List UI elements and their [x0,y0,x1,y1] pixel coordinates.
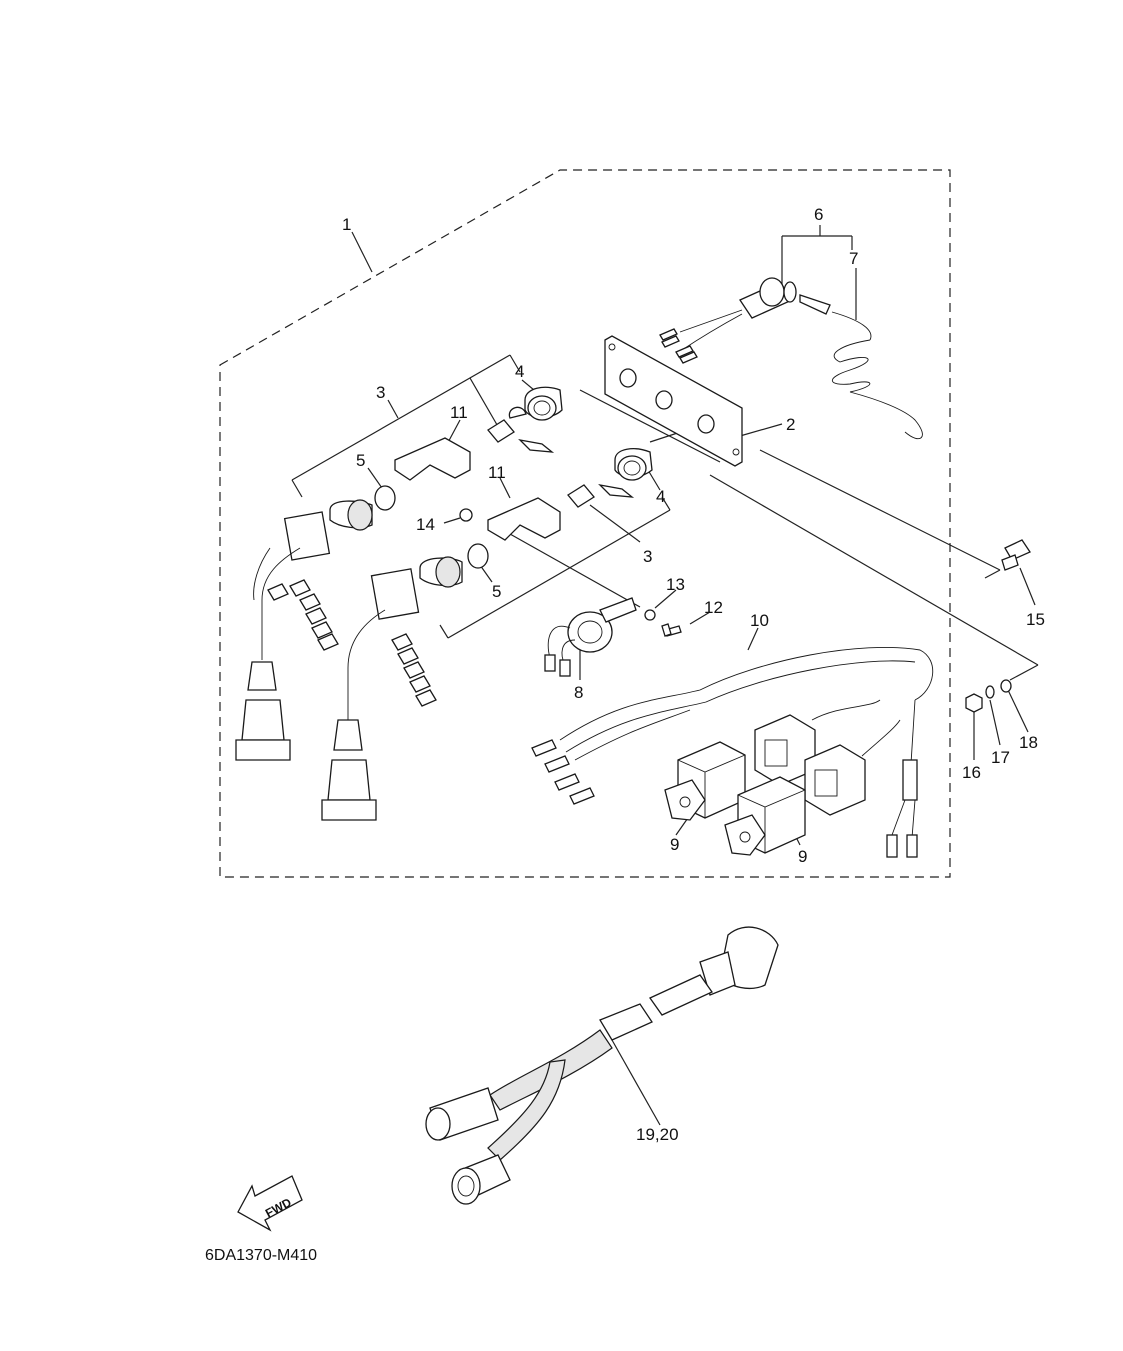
lanyard [831,311,923,440]
callout-9-right: 9 [798,847,807,866]
relay-left [664,741,746,821]
callout-8: 8 [574,683,583,702]
callout-15: 15 [1026,610,1045,629]
wire-harness [531,646,934,858]
nut-washers [965,679,1012,713]
key-switch-lower [321,448,653,821]
washer-screw [644,609,682,637]
document-code: 6DA1370-M410 [205,1247,317,1264]
callout-3-upper: 3 [376,383,385,402]
key-switch-upper [235,386,563,761]
callout-5-lower: 5 [492,582,501,601]
forward-arrow-icon: FWD [237,1175,303,1232]
harness-connectors [754,699,901,816]
callout-11-lower: 11 [488,463,506,482]
buzzer [544,597,637,677]
callout-17: 17 [991,748,1010,767]
stop-switch [659,277,831,364]
callout-5-upper: 5 [356,451,365,470]
callout-labels: 1 2 3 3 4 4 5 5 6 7 8 9 9 10 11 11 12 13… [342,205,1045,1144]
bolt [1001,539,1031,571]
extension-harness [425,926,779,1205]
callout-11-upper: 11 [450,403,468,422]
panel-plate [604,335,743,467]
callout-16: 16 [962,763,981,782]
callout-6: 6 [814,205,823,224]
callout-3-lower: 3 [643,547,652,566]
callout-18: 18 [1019,733,1038,752]
callout-9-left: 9 [670,835,679,854]
callout-4-lower: 4 [656,487,665,506]
callout-7: 7 [849,249,858,268]
callout-12: 12 [704,598,723,617]
callout-13: 13 [666,575,685,594]
callout-10: 10 [750,611,769,630]
leader-lines [291,225,1039,1126]
relay-right [724,776,806,856]
callout-19-20: 19,20 [636,1125,679,1144]
callout-1: 1 [342,215,351,234]
callout-4-upper: 4 [515,362,524,381]
callout-14: 14 [416,515,435,534]
callout-2: 2 [786,415,795,434]
